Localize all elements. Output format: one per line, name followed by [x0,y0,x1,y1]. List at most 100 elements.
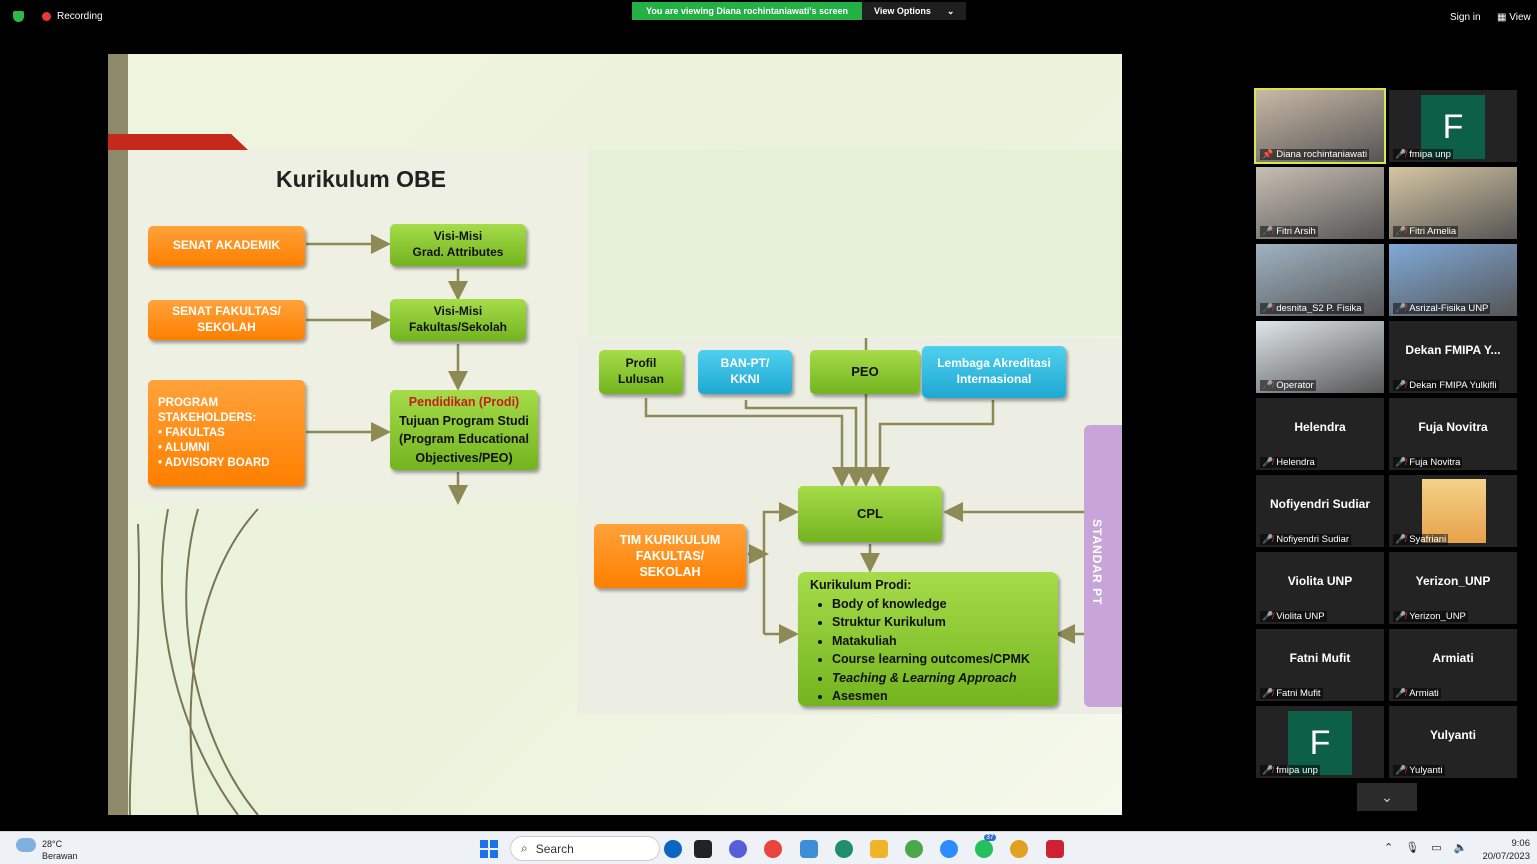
cloud-icon [16,838,36,852]
network-icon[interactable]: ▭ [1431,842,1442,854]
participant-tile[interactable]: 📌Diana rochintaniawati [1254,88,1386,164]
participant-name: Violita UNP [1287,574,1353,588]
kurikulum-item: Struktur Kurikulum [832,613,1046,632]
participant-label: 🎤̸fmipa unp [1260,765,1320,776]
mic-muted-icon: 🎤̸ [1395,611,1407,621]
mic-muted-icon: 🎤̸ [1262,534,1274,544]
taskbar-search-box[interactable]: ⌕Search [510,836,660,861]
kurikulum-item: Course learning outcomes/CPMK [832,650,1046,669]
avatar: F [1288,711,1352,775]
teams-chat-icon[interactable] [729,840,747,858]
participant-tile[interactable]: Violita UNP 🎤̸Violita UNP [1256,552,1384,624]
participant-label: 🎤̸Dekan FMIPA Yulkifli [1393,380,1499,391]
zoom-app-icon[interactable] [940,840,958,858]
participant-tile[interactable]: F🎤̸fmipa unp [1256,706,1384,778]
mic-muted-icon: 🎤̸ [1395,303,1407,313]
slide-title: Kurikulum OBE [276,166,446,192]
view-options-button[interactable]: View Options⌄ [862,2,967,20]
pin-icon: 📌 [1262,149,1274,159]
pendidikan-prodi-box: Pendidikan (Prodi)Tujuan Program Studi(P… [390,390,538,470]
participant-tile[interactable]: 🎤̸desnita_S2 P. Fisika [1256,244,1384,316]
kurikulum-item: Teaching & Learning Approach [832,669,1046,688]
task-view-icon[interactable] [694,840,712,858]
recording-label: Recording [57,11,103,22]
participant-tile[interactable]: Fuja Novitra 🎤̸Fuja Novitra [1389,398,1517,470]
participant-tile[interactable]: 🎤̸Fitri Arsih [1256,167,1384,239]
mic-muted-icon: 🎤̸ [1395,226,1407,236]
cpl-box: CPL [798,486,942,542]
participant-tile[interactable]: Armiati🎤̸Armiati [1389,629,1517,701]
slide-panel-right [588,150,1122,336]
chrome-icon[interactable] [764,840,782,858]
participant-label: 🎤̸Fuja Novitra [1393,457,1463,468]
edge-icon[interactable] [835,840,853,858]
viewing-banner: You are viewing Diana rochintaniawati's … [632,2,967,20]
participant-tile[interactable]: Nofiyendri Sudiar🎤̸Nofiyendri Sudiar [1256,475,1384,547]
participant-tile[interactable]: 🎤̸Syafriani [1389,475,1517,547]
chevron-down-icon: ⌄ [1381,789,1393,805]
gallery-scroll-down-button[interactable]: ⌄ [1357,783,1417,811]
participant-label: 🎤̸desnita_S2 P. Fisika [1260,303,1364,314]
kurikulum-item: Asesmen [832,687,1046,706]
participant-name: Armiati [1432,651,1474,665]
sign-in-link[interactable]: Sign in [1450,12,1481,23]
participant-tile[interactable]: 🎤̸Asrizal-Fisika UNP [1389,244,1517,316]
view-button[interactable]: ▦ View [1497,12,1531,23]
participant-tile[interactable]: Fatni Mufit🎤̸Fatni Mufit [1256,629,1384,701]
recording-indicator[interactable]: Recording [13,11,103,22]
chrome-profile-icon[interactable] [905,840,923,858]
participant-label: 🎤̸Violita UNP [1260,611,1327,622]
participant-tile[interactable]: 🎤̸Fitri Amelia [1389,167,1517,239]
participant-tile[interactable]: Yerizon_UNP 🎤̸Yerizon_UNP [1389,552,1517,624]
windows-start-icon[interactable] [480,840,498,858]
participant-tile[interactable]: Yulyanti🎤̸Yulyanti [1389,706,1517,778]
participant-tile[interactable]: 🎤̸Operator [1256,321,1384,393]
kurikulum-prodi-box: Kurikulum Prodi: Body of knowledge Struk… [798,572,1058,706]
participant-tile[interactable]: Helendra🎤̸Helendra [1256,398,1384,470]
participant-label: 🎤̸Yerizon_UNP [1393,611,1468,622]
ban-pt-kkni-box: BAN-PT/KKNI [698,350,792,394]
wifi-app-icon[interactable] [800,840,818,858]
slide: Kurikulum OBE SENAT AKADEMIK SENAT FAKUL… [108,54,1122,815]
participant-label: 🎤̸Operator [1260,380,1316,391]
chrome-alt-icon[interactable] [1010,840,1028,858]
participant-label: 🎤̸fmipa unp [1393,149,1453,160]
file-explorer-icon[interactable] [870,840,888,858]
participant-label: 🎤̸Helendra [1260,457,1317,468]
mic-muted-icon: 🎤̸ [1262,765,1274,775]
mic-muted-icon: 🎤̸ [1262,303,1274,313]
participant-label: 📌Diana rochintaniawati [1260,149,1370,160]
bing-icon[interactable] [664,840,682,858]
snipping-tool-icon[interactable] [1046,840,1064,858]
standar-pt-label: STANDAR PT [1090,519,1104,606]
participant-tile[interactable]: F🎤̸fmipa unp [1389,90,1517,162]
system-tray[interactable]: ⌃ 🎙 ▭ 🔈 [1384,841,1467,854]
mic-muted-icon: 🎤̸ [1395,765,1407,775]
senat-fakultas-box: SENAT FAKULTAS/SEKOLAH [148,300,305,340]
security-shield-icon[interactable] [13,11,24,22]
kurikulum-item: Matakuliah [832,632,1046,651]
search-icon: ⌕ [521,841,528,855]
zoom-top-bar: Recording You are viewing Diana rochinta… [0,0,1537,36]
peo-box: PEO [810,350,920,394]
participant-tile[interactable]: Dekan FMIPA Y...🎤̸Dekan FMIPA Yulkifli [1389,321,1517,393]
avatar: F [1421,95,1485,159]
participant-label: 🎤̸Nofiyendri Sudiar [1260,534,1352,545]
microphone-icon[interactable]: 🎙 [1405,842,1420,854]
slide-side-bar [108,54,128,815]
viewing-label: You are viewing Diana rochintaniawati's … [632,2,863,20]
kurikulum-prodi-title: Kurikulum Prodi: [810,578,912,592]
participant-label: 🎤̸Asrizal-Fisika UNP [1393,303,1491,314]
participant-name: Yerizon_UNP [1415,574,1491,588]
chevron-up-icon[interactable]: ⌃ [1384,842,1394,854]
volume-icon[interactable]: 🔈 [1453,842,1468,854]
whatsapp-icon[interactable]: 37 [975,834,996,858]
participant-name: Fuja Novitra [1418,420,1488,434]
